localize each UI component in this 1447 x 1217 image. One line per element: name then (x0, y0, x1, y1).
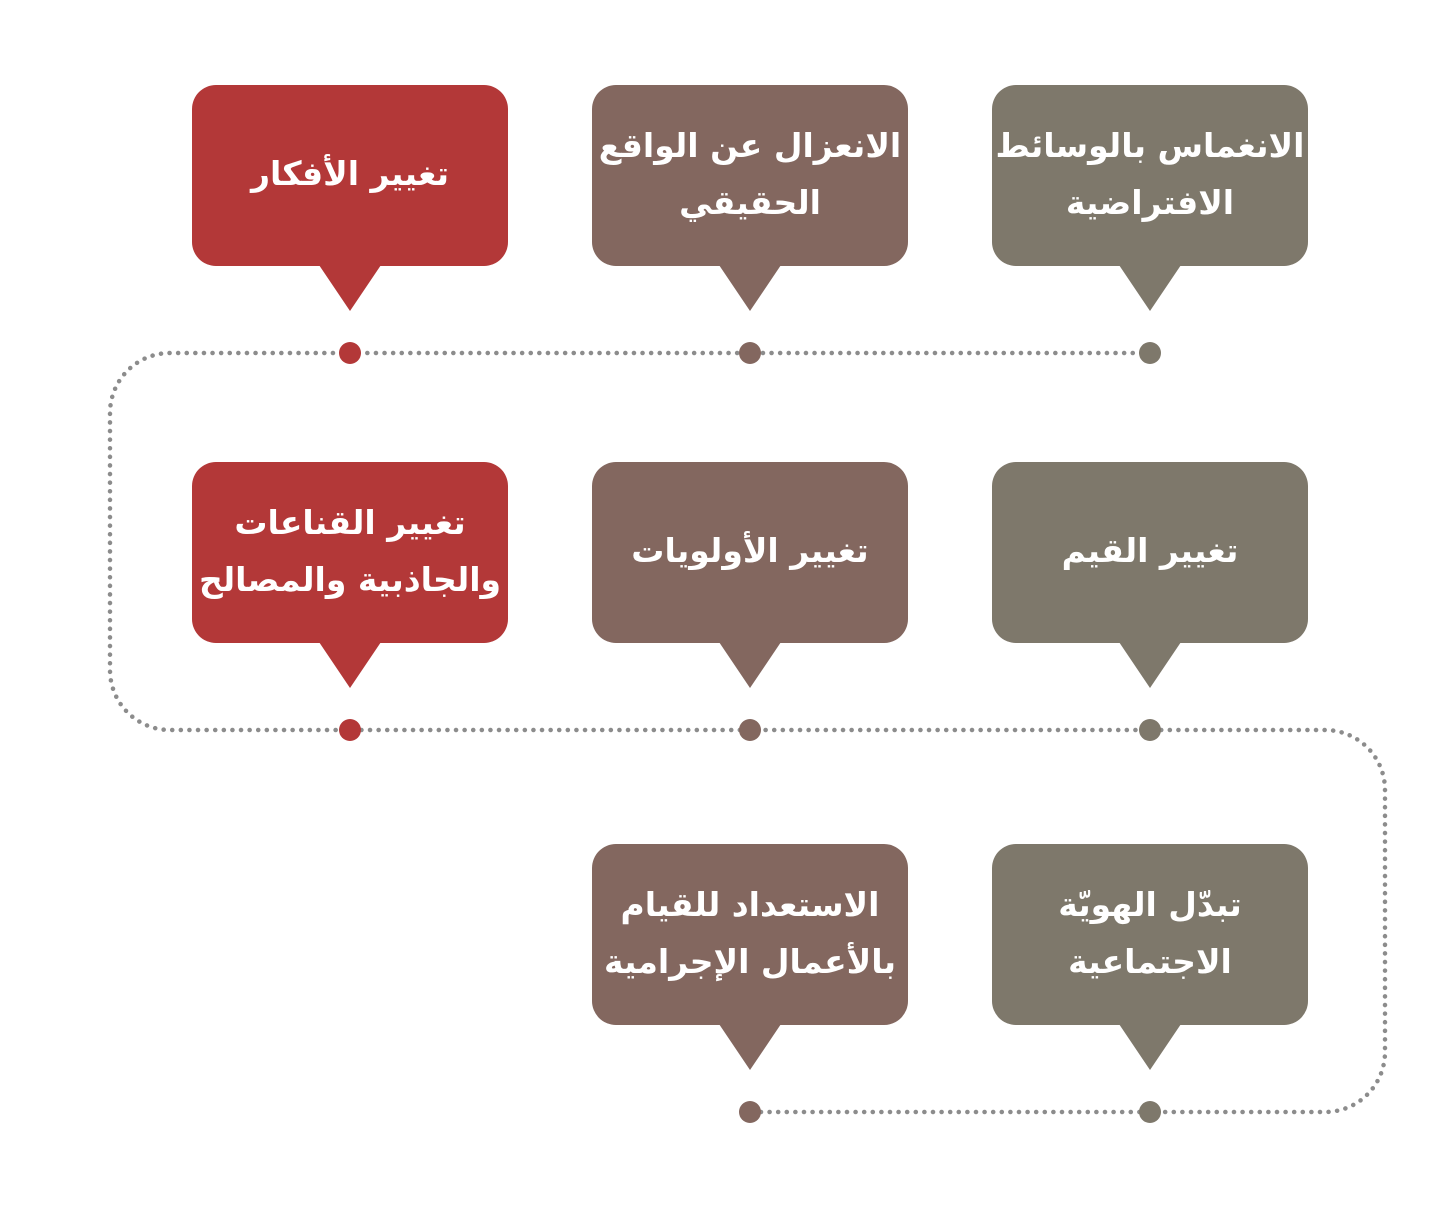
step-box-8: الاستعداد للقيام بالأعمال الإجرامية (592, 844, 908, 1070)
step-box-4: تغيير القيم (992, 462, 1308, 688)
step-box-5: تغيير الأولويات (592, 462, 908, 688)
step-6-pointer (319, 642, 381, 688)
step-1-line-2: الافتراضية (1065, 182, 1235, 222)
step-3-line-1: تغيير الأفكار (250, 154, 450, 193)
step-marker-7 (1139, 1101, 1161, 1123)
step-box-2: الانعزال عن الواقع الحقيقي (592, 85, 908, 311)
step-7-pointer (1119, 1024, 1181, 1070)
step-box-1: الانغماس بالوسائط الافتراضية (992, 85, 1308, 311)
step-marker-4 (1139, 719, 1161, 741)
step-6-line-1: تغيير القناعات (234, 502, 466, 542)
step-2-line-1: الانعزال عن الواقع (598, 125, 902, 165)
step-7-line-2: الاجتماعية (1068, 941, 1232, 981)
step-2-line-2: الحقيقي (679, 182, 821, 222)
step-5-line-1: تغيير الأولويات (631, 531, 869, 570)
step-marker-5 (739, 719, 761, 741)
step-8-line-1: الاستعداد للقيام (620, 884, 880, 924)
step-3-pointer (319, 265, 381, 311)
step-box-6: تغيير القناعات والجاذبية والمصالح (192, 462, 508, 688)
step-6-line-2: والجاذبية والمصالح (198, 559, 502, 599)
step-marker-2 (739, 342, 761, 364)
step-box-3: تغيير الأفكار (192, 85, 508, 311)
step-marker-8 (739, 1101, 761, 1123)
step-box-7: تبدّل الهويّة الاجتماعية (992, 844, 1308, 1070)
step-marker-1 (1139, 342, 1161, 364)
step-7-line-1: تبدّل الهويّة (1058, 884, 1242, 924)
step-4-line-1: تغيير القيم (1061, 531, 1239, 570)
step-5-pointer (719, 642, 781, 688)
step-marker-3 (339, 342, 361, 364)
step-1-pointer (1119, 265, 1181, 311)
step-8-pointer (719, 1024, 781, 1070)
step-marker-6 (339, 719, 361, 741)
step-4-pointer (1119, 642, 1181, 688)
step-1-line-1: الانغماس بالوسائط (995, 125, 1305, 165)
step-2-pointer (719, 265, 781, 311)
step-8-line-2: بالأعمال الإجرامية (604, 941, 896, 981)
